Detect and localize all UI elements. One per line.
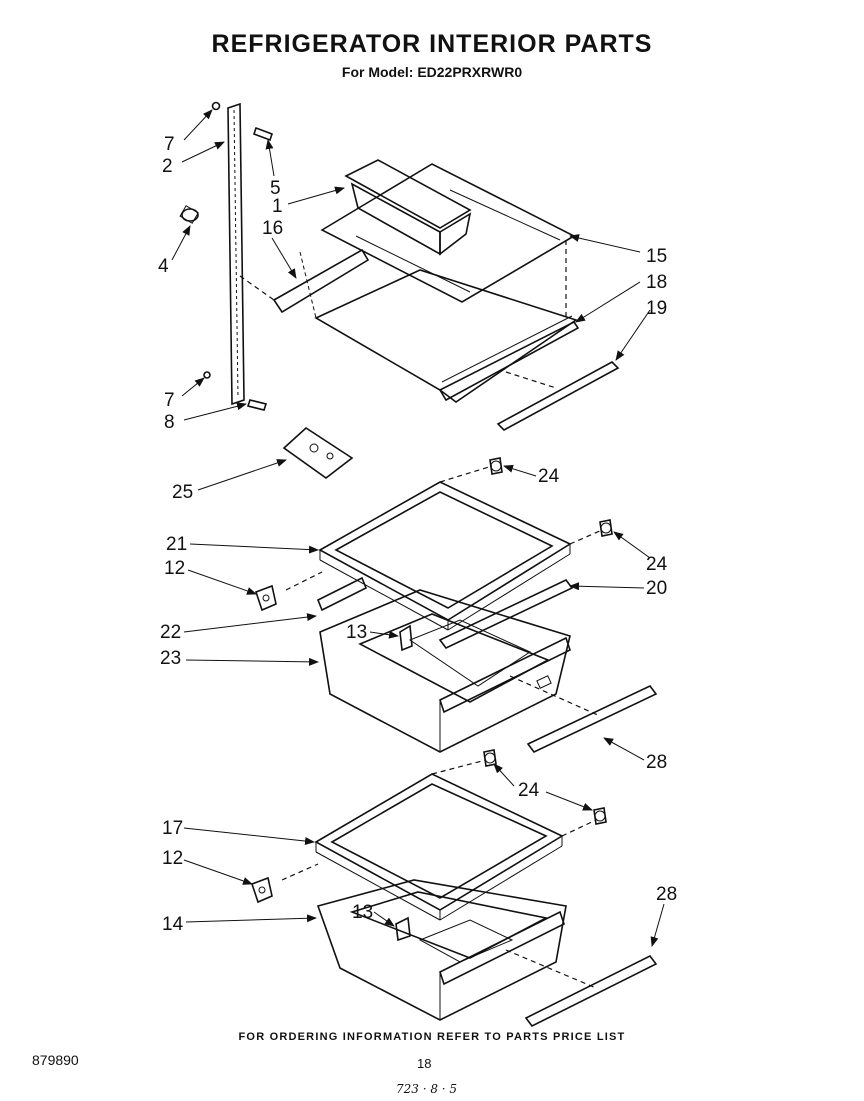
callout-24-a: 24 [538,466,560,487]
leader-lines [171,109,665,947]
callout-4: 4 [158,256,169,277]
page-title: REFRIGERATOR INTERIOR PARTS [211,30,653,58]
hinge-part-12-lower [250,876,273,904]
front-trim-part-16 [272,248,370,314]
callout-13-lower: 13 [352,902,373,923]
model-subtitle: For Model: ED22PRXRWR0 [341,64,523,80]
bracket-part-25 [282,426,354,479]
callout-28-upper: 28 [646,752,667,773]
bumper-part-4 [179,205,199,224]
callout-21: 21 [166,534,187,555]
document-number: 879890 [32,1052,79,1068]
screw-part-5 [252,126,274,142]
callout-16: 16 [262,218,283,239]
crisper-pan-part-23 [319,589,571,753]
callout-7-top: 7 [164,134,175,155]
slide-part-13-upper [399,624,413,652]
callout-25: 25 [172,482,193,503]
callout-5: 5 [270,178,281,199]
screw-part-7-bottom [203,371,211,379]
ordering-note: FOR ORDERING INFORMATION REFER TO PARTS … [238,1031,626,1043]
crisper-pan-part-14 [316,879,567,1021]
callout-2: 2 [162,156,173,177]
callout-20: 20 [646,578,667,599]
callout-14: 14 [162,914,184,935]
drawer-front-trim-part-28-upper [526,684,658,754]
glass-shelf-part-15 [320,163,576,303]
callout-18: 18 [646,272,667,293]
roller-part-24-lower-right [593,807,607,825]
callout-17: 17 [162,818,183,839]
callout-12-upper: 12 [164,558,185,579]
callout-24-b: 24 [646,554,668,575]
hinge-part-12-upper [254,584,277,612]
shelf-frame-part-18 [299,251,580,403]
bin-part-1 [344,159,472,256]
callout-7-bottom: 7 [164,390,175,411]
crisper-cover-part-21 [318,481,572,631]
cover-support-part-20 [438,578,574,650]
shelf-trim-part-19 [496,361,620,431]
callout-8: 8 [164,412,175,433]
callout-24-c: 24 [518,780,540,801]
handwritten-date: 723 · 8 · 5 [396,1082,458,1096]
roller-part-24-lower-left [483,749,497,767]
cover-rail-part-22 [316,576,368,612]
drawer-front-trim-part-28-lower [524,954,658,1028]
callout-19: 19 [646,298,667,319]
slide-part-13-lower [395,916,411,942]
callout-12-lower: 12 [162,848,183,869]
callout-23: 23 [160,648,181,669]
callout-1: 1 [272,196,283,217]
callout-13-upper: 13 [346,622,367,643]
callout-28-lower: 28 [656,884,677,905]
callout-15: 15 [646,246,667,267]
roller-part-24-upper-right [599,519,613,537]
roller-part-24-upper-left [489,457,503,475]
screw-part-7-top [211,101,221,111]
page-number: 18 [417,1056,432,1071]
callout-22: 22 [160,622,181,643]
screw-part-8 [246,399,268,411]
shelf-support-rail [227,102,245,406]
